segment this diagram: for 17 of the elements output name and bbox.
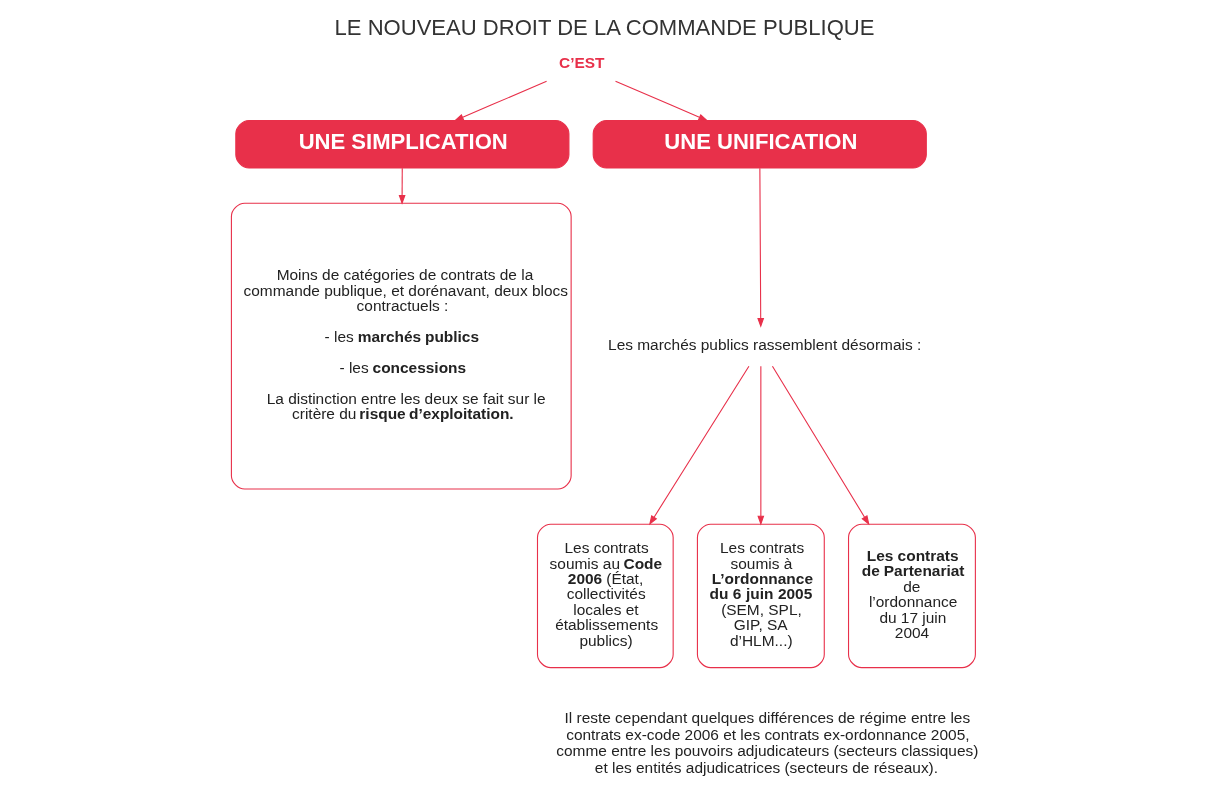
arrow (756, 365, 764, 526)
arrow (756, 167, 764, 328)
node-box: Les contrats de Partenariat de l’ordonnance du 17 juin 2004 (847, 523, 976, 669)
arrow (398, 167, 406, 205)
node-box: Moins de catégories de contrats de la commande publique, et dorénavant, deux blocs contractuels : - les marchés publics - les concessions La distinction entre les deux se fait sur le critère du risque d’exploitation. (230, 202, 572, 490)
arrow (771, 365, 870, 526)
node-box: Les contrats soumis à L’ordonnance du 6 juin 2005 (SEM, SPL, GIP, SA d’HLM...) (696, 523, 825, 669)
node-text: Les marchés publics rassemblent désormais : (607, 336, 921, 354)
diagram-title: LE NOUVEAU DROIT DE LA COMMANDE PUBLIQUE (334, 14, 874, 40)
label: Il reste cependant quelques différences de régime entre les contrats ex-code 2006 et les contrats ex-ordonnance 2005, comme entre les pouvoirs adjudicateurs (secteurs classiques) et les entités adjudicatrices (secteurs de réseaux). (555, 709, 978, 776)
node-box: Les contrats soumis au Code 2006 (État, collectivités locales et établissements publics) (536, 523, 674, 669)
node-box: UNE UNIFICATION (592, 120, 927, 169)
arrow (453, 80, 547, 122)
node-text: C’EST (558, 54, 604, 72)
arrow (614, 80, 708, 122)
node-box: UNE SIMPLICATION (234, 120, 569, 169)
arrow (648, 365, 749, 526)
